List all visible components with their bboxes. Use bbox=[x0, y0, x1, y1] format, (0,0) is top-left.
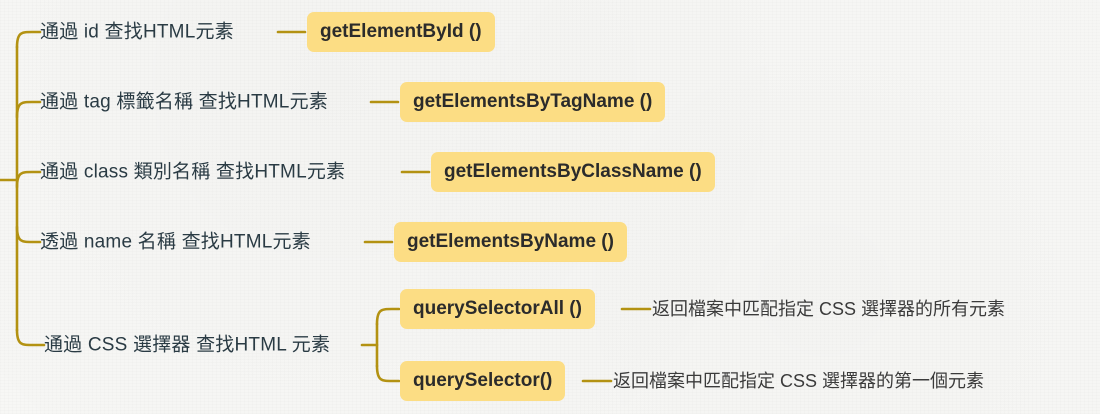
branch-line-by-name bbox=[15, 225, 42, 244]
branch-label-by-name[interactable]: 透過 name 名稱 查找HTML元素 bbox=[40, 231, 311, 253]
branch-label-by-tag[interactable]: 通過 tag 標籤名稱 查找HTML元素 bbox=[40, 91, 328, 113]
method-pill-query-selector-all[interactable]: querySelectorAll () bbox=[400, 289, 595, 329]
branch-label-by-css-selector[interactable]: 通過 CSS 選擇器 查找HTML 元素 bbox=[44, 334, 331, 356]
branch-line-query-selector bbox=[375, 364, 401, 383]
branch-label-by-id[interactable]: 通過 id 查找HTML元素 bbox=[40, 21, 234, 43]
description-query-selector: 返回檔案中匹配指定 CSS 選擇器的第一個元素 bbox=[613, 371, 985, 391]
method-pill-get-elements-by-name[interactable]: getElementsByName () bbox=[394, 222, 627, 262]
branch-line-by-id bbox=[15, 30, 42, 49]
method-pill-get-element-by-id[interactable]: getElementById () bbox=[307, 12, 495, 52]
method-pill-query-selector[interactable]: querySelector() bbox=[400, 361, 566, 401]
description-query-selector-all: 返回檔案中匹配指定 CSS 選擇器的所有元素 bbox=[652, 299, 1006, 319]
branch-line-by-class bbox=[15, 170, 42, 189]
branch-line-by-css bbox=[15, 328, 46, 347]
branch-line-query-selector-all bbox=[375, 307, 401, 326]
branch-line-by-tag bbox=[15, 100, 42, 119]
branch-label-by-class[interactable]: 通過 class 類別名稱 查找HTML元素 bbox=[40, 161, 346, 183]
method-pill-get-elements-by-tag-name[interactable]: getElementsByTagName () bbox=[400, 82, 666, 122]
method-pill-get-elements-by-class-name[interactable]: getElementsByClassName () bbox=[431, 152, 715, 192]
